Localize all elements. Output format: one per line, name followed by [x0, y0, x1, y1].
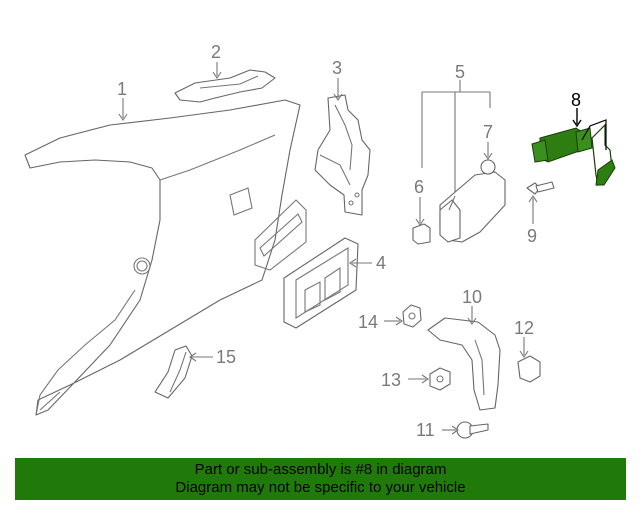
- callout-6: 6: [414, 177, 424, 197]
- callout-7: 7: [483, 122, 493, 142]
- fuel-door-actuator-part: [531, 119, 616, 187]
- banner-line-2: Diagram may not be specific to your vehi…: [175, 479, 466, 496]
- callout-8: 8: [571, 90, 581, 110]
- callout-labels: 1 2 3 4 5 6 7 8 9 10 11 12 13 14 15: [117, 42, 581, 440]
- info-banner: Part or sub-assembly is #8 in diagram Di…: [15, 458, 626, 500]
- retainer-part-12: [517, 355, 541, 383]
- inner-reinforcement-part: [314, 94, 371, 216]
- absorber-bracket-part: [283, 237, 359, 329]
- callout-3: 3: [332, 58, 342, 78]
- callout-4: 4: [376, 253, 386, 273]
- leader-lines: [118, 62, 582, 435]
- wheel-guard-part-10: [427, 317, 501, 411]
- callout-5: 5: [455, 62, 465, 82]
- callout-11: 11: [416, 420, 435, 440]
- banner-line-1: Part or sub-assembly is #8 in diagram: [194, 461, 447, 478]
- callout-2: 2: [211, 42, 221, 62]
- clip-part-11: [456, 421, 489, 439]
- fuel-door-group-bracket: [421, 80, 491, 196]
- bumper-part-7: [480, 159, 496, 175]
- nut-part-14: [402, 304, 422, 328]
- callout-9: 9: [527, 226, 537, 246]
- callout-1: 1: [117, 79, 127, 99]
- clip-part-6: [412, 223, 431, 245]
- fuel-door-part: [439, 171, 506, 243]
- callout-10: 10: [462, 287, 482, 307]
- mud-guard-part-15: [154, 345, 193, 399]
- callout-12: 12: [514, 318, 534, 338]
- screw-part-9: [526, 181, 555, 195]
- callout-13: 13: [381, 370, 401, 390]
- callout-14: 14: [358, 312, 378, 332]
- callout-15: 15: [216, 347, 236, 367]
- trim-bracket-part: [174, 69, 276, 103]
- quarter-panel-part: [24, 99, 307, 416]
- nut-part-13: [429, 367, 451, 391]
